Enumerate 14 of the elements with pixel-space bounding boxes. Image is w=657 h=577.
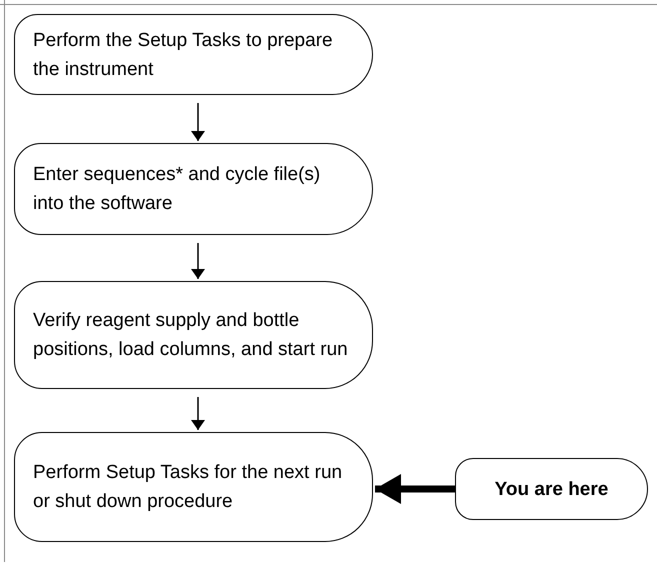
process-box bbox=[14, 14, 373, 95]
step-text: Perform the Setup Tasks to prepare the instrument bbox=[33, 28, 334, 82]
arrow bbox=[375, 474, 455, 504]
process-box bbox=[14, 432, 373, 542]
process-box bbox=[455, 458, 648, 520]
process-box bbox=[14, 281, 373, 389]
step-text: You are here bbox=[494, 478, 610, 502]
arrow bbox=[191, 397, 205, 430]
process-box bbox=[14, 143, 373, 235]
step-text: Perform Setup Tasks for the next run or shut down procedure bbox=[33, 461, 344, 514]
arrow bbox=[191, 103, 205, 141]
step-text: Enter sequences* and cycle file(s) into the software bbox=[33, 163, 322, 216]
step-text: Verify reagent supply and bottle positions, load columns, and start run bbox=[33, 309, 349, 362]
arrow bbox=[191, 243, 205, 279]
